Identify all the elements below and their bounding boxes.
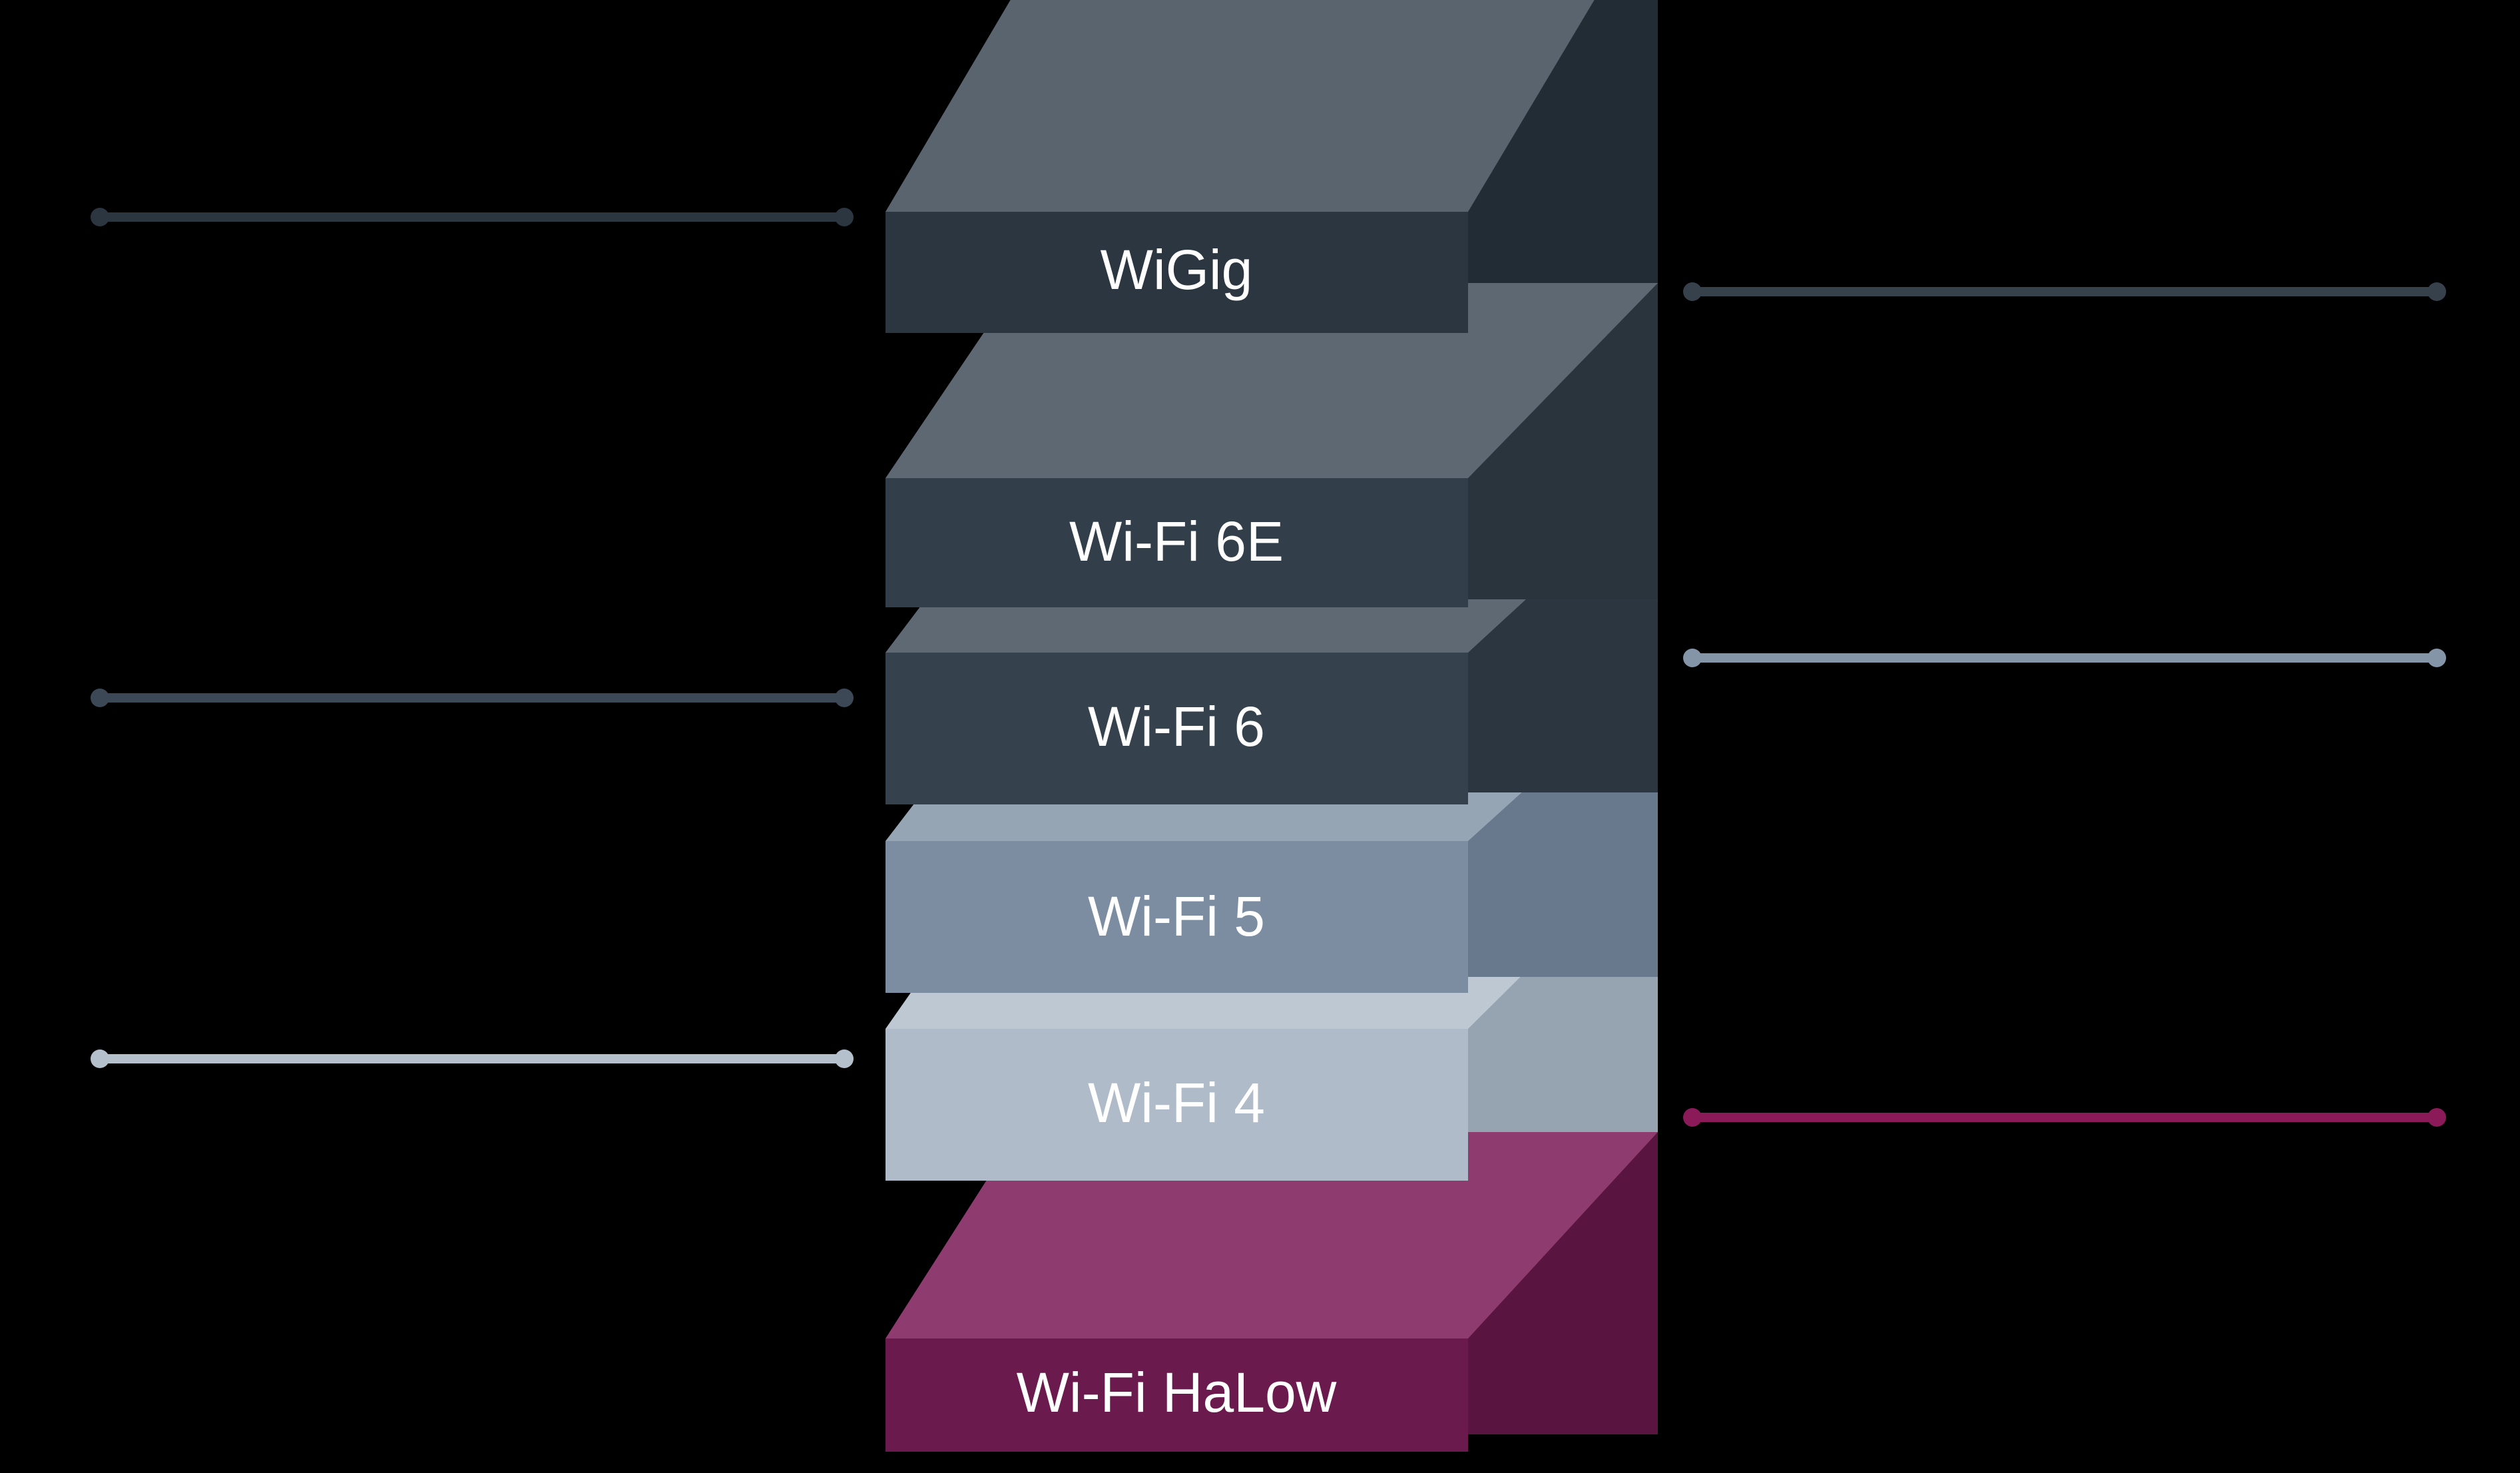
right-connector-1-end-dot (2427, 282, 2446, 301)
layer-wifi-halow-label: Wi-Fi HaLow (1017, 1361, 1337, 1424)
layer-wifi-halow-front-face (885, 1338, 1468, 1452)
right-connector-1[interactable] (1683, 282, 2446, 301)
left-connector-3[interactable] (91, 1049, 854, 1068)
layer-wigig-top-face (885, 0, 1595, 212)
right-connector-1-start-dot (1683, 282, 1702, 301)
layer-wifi-4-label: Wi-Fi 4 (1088, 1071, 1265, 1134)
layer-wifi-6e-label: Wi-Fi 6E (1069, 510, 1284, 573)
layer-wigig-label: WiGig (1101, 238, 1253, 301)
left-connector-2[interactable] (91, 689, 854, 707)
right-connectors-group (1683, 282, 2446, 1127)
layer-wifi-6-label: Wi-Fi 6 (1088, 695, 1265, 758)
left-connector-3-start-dot (91, 1049, 109, 1068)
left-connector-1-end-dot (835, 208, 854, 226)
left-connector-2-start-dot (91, 689, 109, 707)
layer-wigig[interactable]: WiGig (885, 0, 1658, 333)
left-connector-1-start-dot (91, 208, 109, 226)
left-connectors-group (91, 208, 854, 1068)
layer-wifi-6-front-face (885, 653, 1468, 804)
left-connector-3-end-dot (835, 1049, 854, 1068)
right-connector-2[interactable] (1683, 649, 2446, 667)
left-connector-2-end-dot (835, 689, 854, 707)
layer-wifi-5-label: Wi-Fi 5 (1088, 885, 1265, 948)
right-connector-3-start-dot (1683, 1108, 1702, 1127)
right-connector-2-end-dot (2427, 649, 2446, 667)
layer-wifi-5-front-face (885, 841, 1468, 993)
left-connector-1[interactable] (91, 208, 854, 226)
layer-wifi-4-front-face (885, 1029, 1468, 1181)
right-connector-3[interactable] (1683, 1108, 2446, 1127)
layer-wifi-halow-top-face (885, 1132, 1658, 1338)
layer-wigig-front-face (885, 212, 1468, 333)
right-connector-2-start-dot (1683, 649, 1702, 667)
layer-wifi-halow[interactable]: Wi-Fi HaLow (885, 1132, 1658, 1452)
layer-wifi-6e-front-face (885, 478, 1468, 607)
right-connector-3-end-dot (2427, 1108, 2446, 1127)
